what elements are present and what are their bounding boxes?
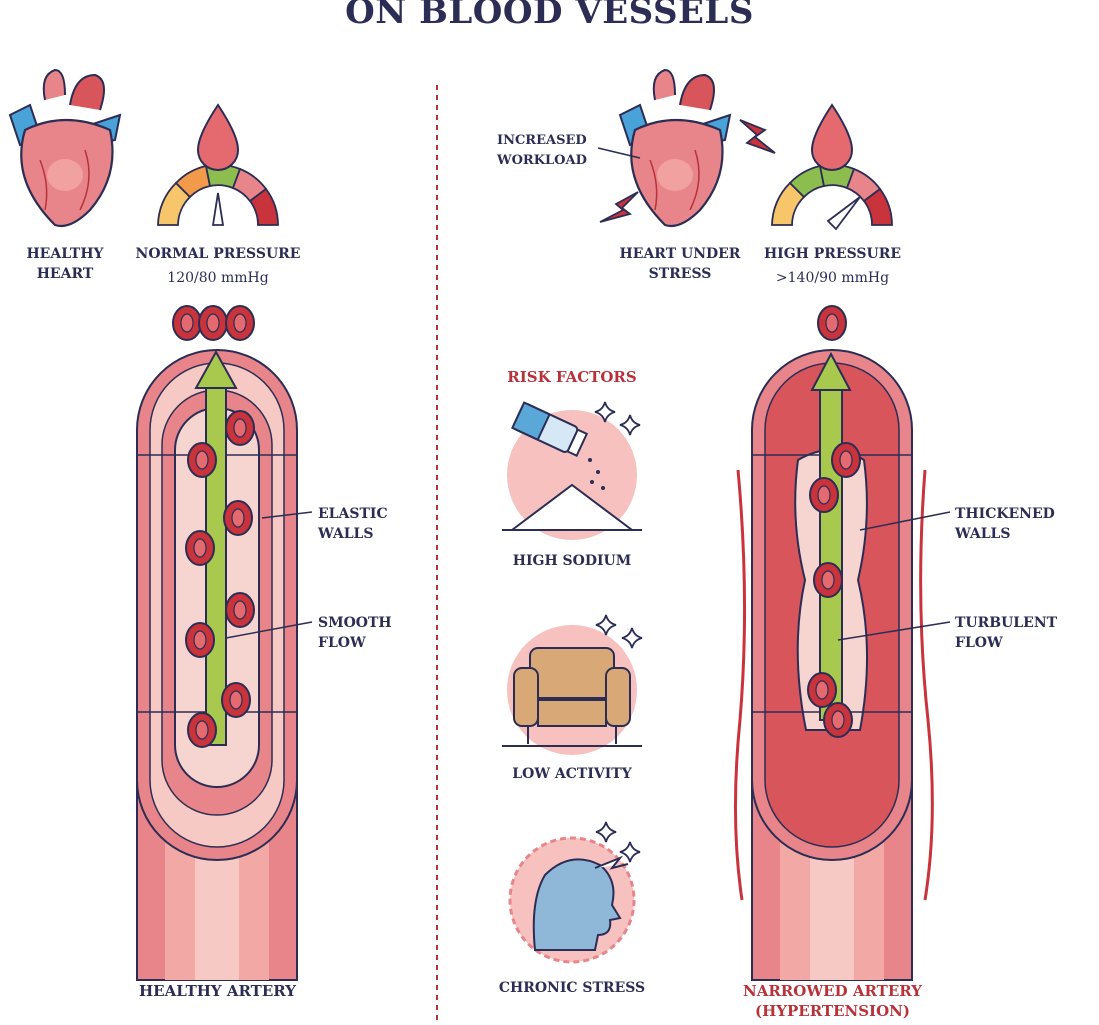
healthy-artery-label: HEALTHY ARTERY [100,981,335,1001]
blood-cell [818,306,846,340]
narrowed-artery [735,350,932,980]
sparkle-icon [596,822,616,842]
lightning-icon [740,120,775,153]
high-pressure-label: HIGH PRESSURE [750,244,915,264]
elastic-walls-label: ELASTIC WALLS [318,504,418,544]
sparkle-icon [620,842,640,862]
risk-factors-title: RISK FACTORS [482,367,662,387]
blood-drop-icon [812,105,852,170]
pressure-gauge-icon [158,165,278,225]
increased-workload-label: INCREASED WORKLOAD [497,131,607,171]
smooth-flow-label: SMOOTH FLOW [318,613,418,653]
sparkle-icon [622,628,642,648]
risk-factor-low-activity: LOW ACTIVITY [482,764,662,784]
heart-icon [620,70,730,226]
risk-factor-chronic-stress: CHRONIC STRESS [482,978,662,998]
page-title: ON BLOOD VESSELS [0,0,1099,32]
heart-under-stress-label: HEART UNDER STRESS [610,244,750,284]
narrowed-artery-label: NARROWED ARTERY (HYPERTENSION) [700,981,965,1021]
risk-factor-high-sodium: HIGH SODIUM [482,551,662,571]
normal-pressure-label: NORMAL PRESSURE [128,244,308,264]
normal-pressure-value: 120/80 mmHg [128,268,308,288]
pressure-gauge-icon [772,165,892,229]
blood-cell-group [173,306,254,340]
sparkle-icon [620,415,640,435]
turbulent-flow-label: TURBULENT FLOW [955,613,1075,653]
healthy-artery [137,350,297,980]
stressed-head-icon [510,838,634,962]
armchair-icon [502,625,642,755]
healthy-heart-label: HEALTHY HEART [20,244,110,284]
heart-icon [10,70,120,226]
salt-shaker-icon [502,403,642,540]
lightning-icon [600,192,638,222]
high-pressure-value: >140/90 mmHg [750,268,915,288]
thickened-walls-label: THICKENED WALLS [955,504,1075,544]
blood-drop-icon [198,105,238,170]
